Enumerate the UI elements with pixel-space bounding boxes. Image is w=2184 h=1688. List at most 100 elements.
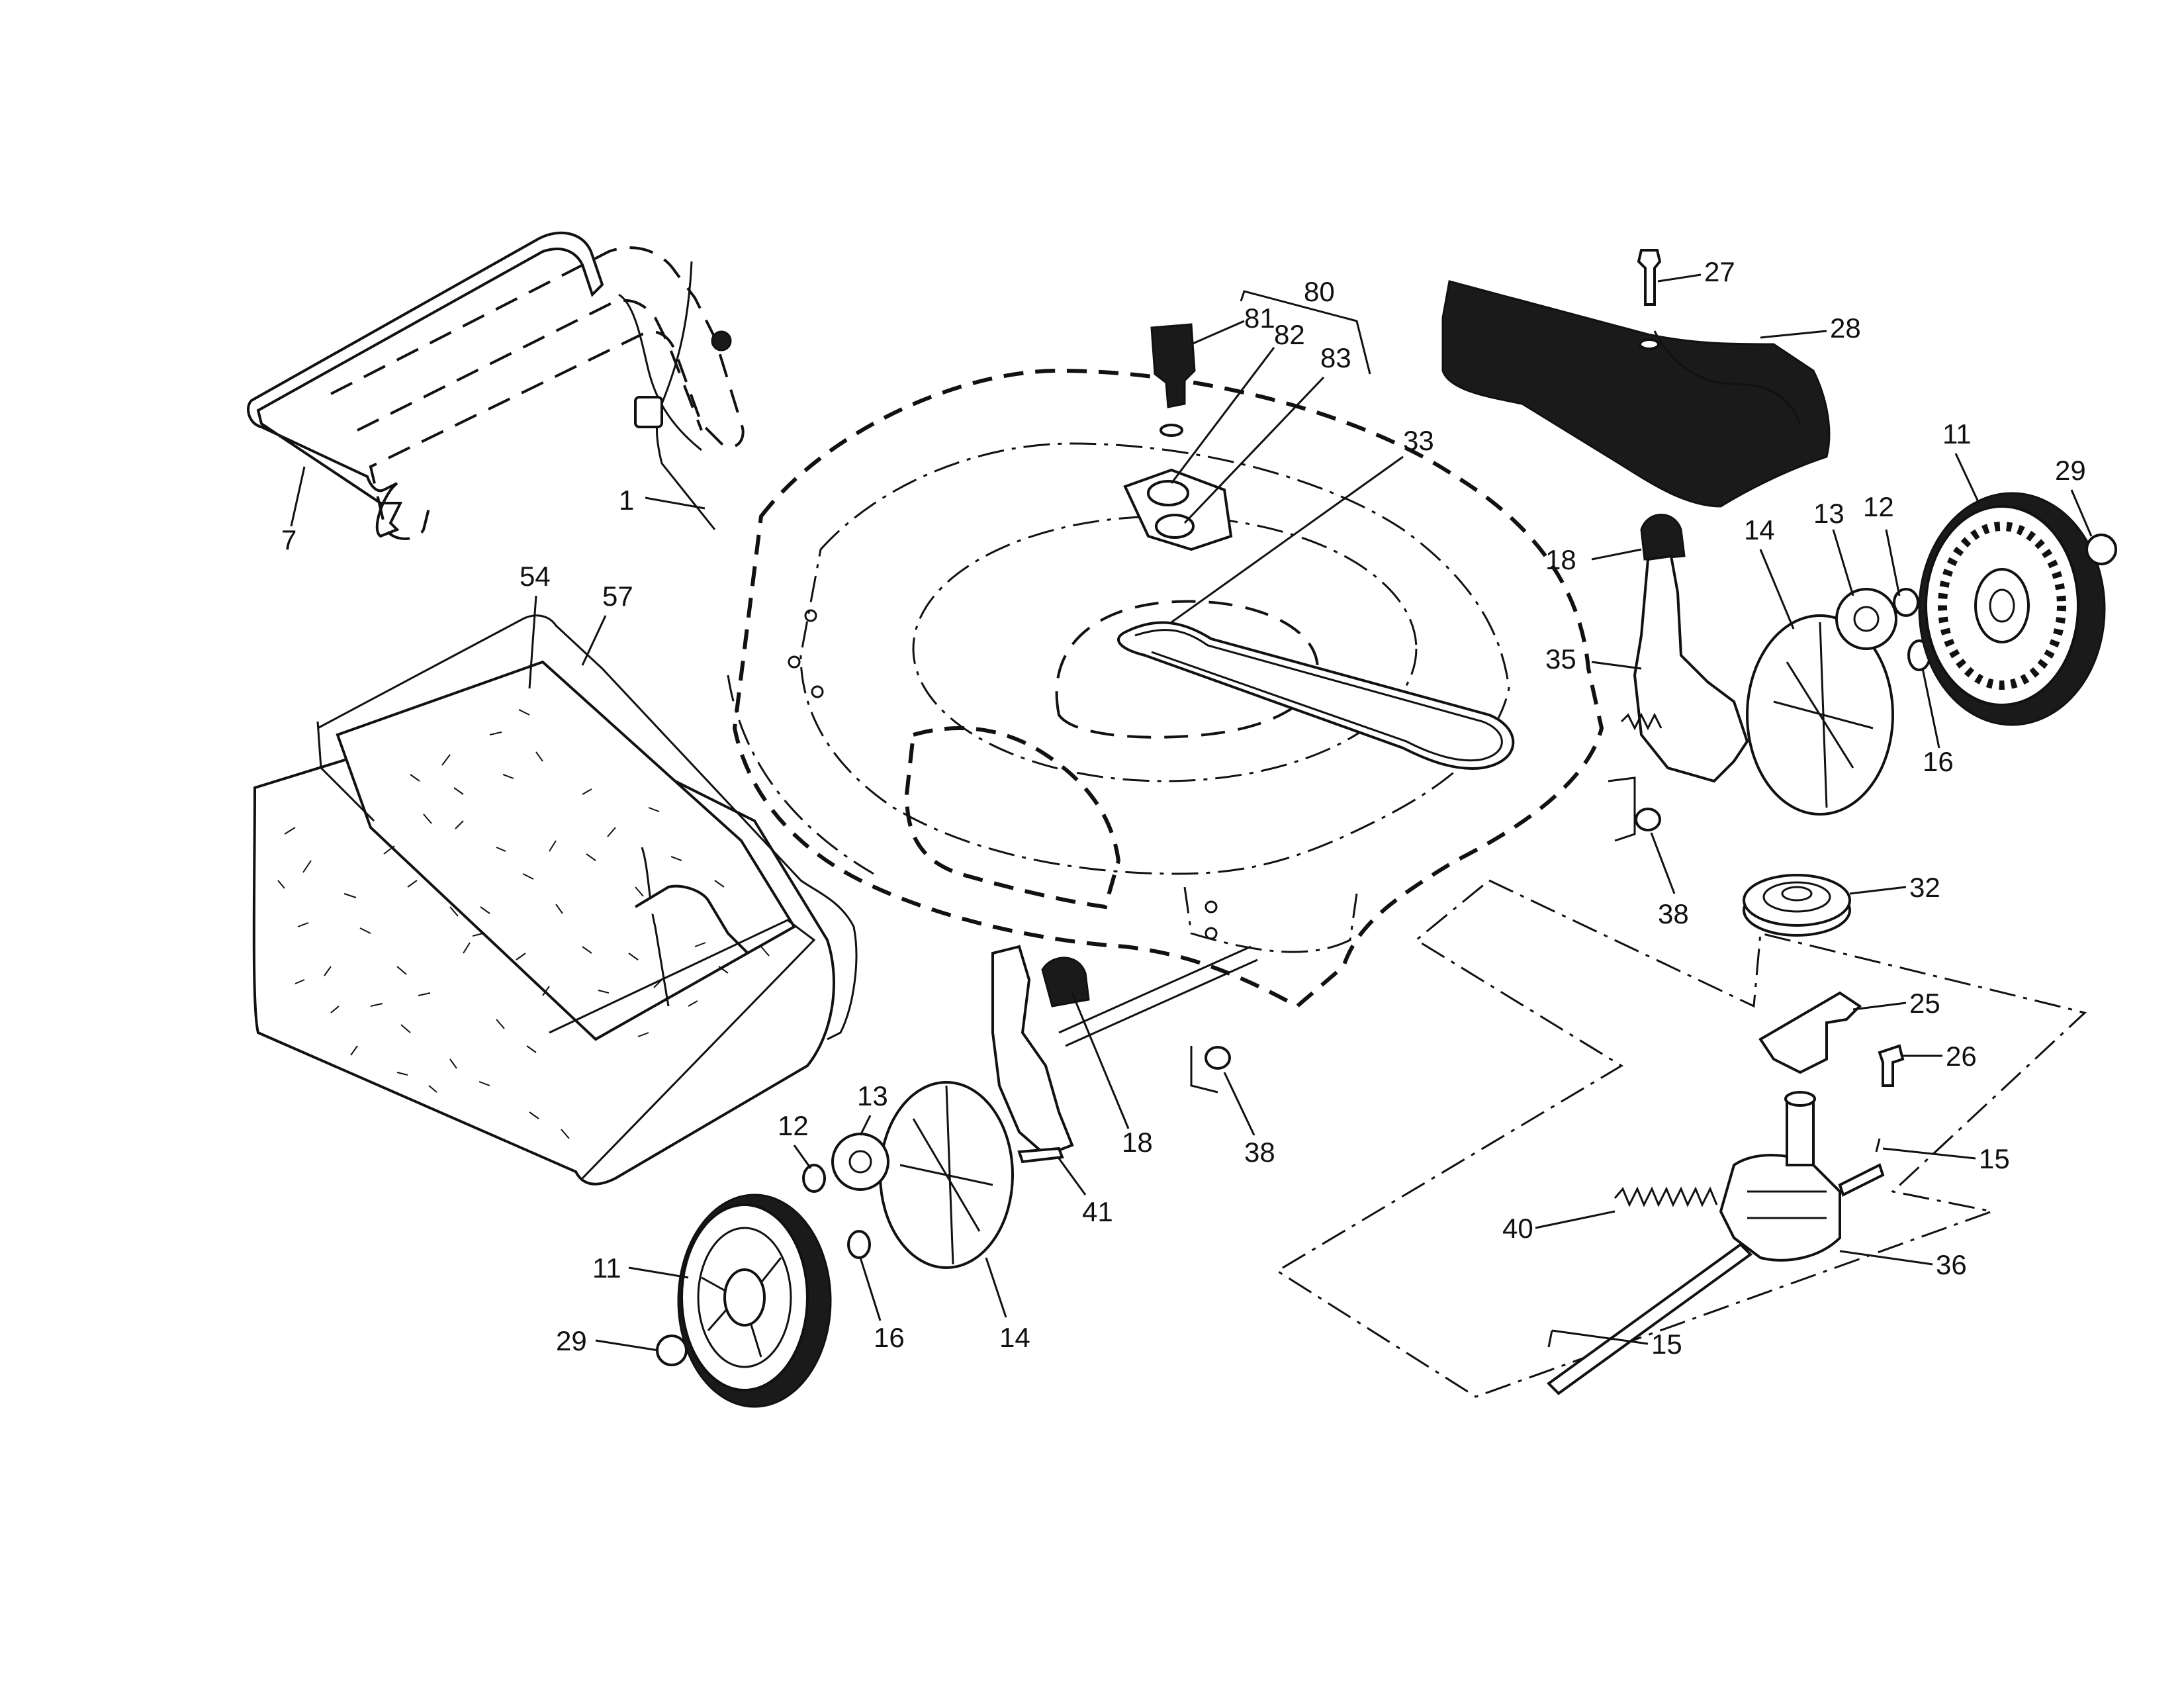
callout-57: 57	[602, 581, 633, 612]
washer-12	[1893, 588, 1919, 617]
bracket-25	[1758, 991, 1862, 1074]
upper-handle-bail	[247, 231, 604, 538]
kit-bracket-80	[1240, 290, 1371, 375]
handle-tube-outline	[330, 246, 745, 540]
transmission-assembly	[1275, 874, 2087, 1398]
callout-82: 82	[1274, 319, 1305, 350]
pin-15a	[1875, 1138, 1881, 1152]
callout-81: 81	[1244, 303, 1275, 334]
callout-40: 40	[1502, 1213, 1533, 1244]
pulley-32	[1743, 874, 1851, 937]
axle-rod	[1058, 945, 1258, 1047]
drive-gear-hub-b	[848, 1150, 872, 1174]
callout-83: 83	[1320, 342, 1351, 373]
callout-41: 41	[1082, 1196, 1113, 1227]
callout-28: 28	[1830, 312, 1861, 344]
callout-7: 7	[281, 524, 296, 555]
spring-40	[1614, 1186, 1718, 1207]
rear-flap	[1441, 280, 1831, 508]
hubcap-spokes-b	[899, 1085, 993, 1265]
washer-16b	[847, 1230, 871, 1259]
deck-rear-skirt	[1183, 886, 1358, 953]
callout-18a: 18	[1545, 544, 1576, 575]
nut-38a	[1635, 808, 1661, 831]
rear-flap-assembly	[1441, 249, 1831, 508]
deck-inner-ring	[1055, 600, 1319, 739]
grass-catcher	[252, 614, 858, 1186]
callout-12a: 12	[1863, 491, 1894, 522]
callout-11a: 11	[1942, 418, 1972, 449]
catcher-bottom-frame	[549, 919, 816, 1180]
axle-shaft-transmission	[1546, 1243, 1753, 1395]
wheel-nut-29	[2085, 534, 2117, 565]
nut-38b	[1205, 1046, 1231, 1070]
wheel-height-lever-35	[1633, 554, 1749, 783]
callout-15b: 15	[1651, 1329, 1682, 1360]
callout-15a: 15	[1979, 1143, 2010, 1174]
mower-deck	[727, 368, 1604, 1009]
deck-mount-hole	[1205, 900, 1218, 914]
callout-1: 1	[619, 485, 634, 516]
deck-mount-hole	[804, 609, 817, 622]
callout-54: 54	[520, 561, 551, 592]
adjuster-knob	[1150, 323, 1196, 408]
control-cable-2	[618, 293, 702, 451]
catcher-mesh-texture	[277, 709, 770, 1139]
callout-16a: 16	[1923, 746, 1954, 777]
flap-bolt-washer	[1639, 338, 1660, 350]
callout-11b: 11	[592, 1252, 621, 1284]
callout-labels: 1 7 54 57 80 81 82 83 33 27 28 18 35 14 …	[281, 256, 2086, 1360]
deck-side-vent	[904, 726, 1121, 910]
control-cable	[656, 261, 716, 530]
callout-14a: 14	[1744, 514, 1775, 545]
drive-gear-13b	[831, 1133, 889, 1191]
callout-36: 36	[1936, 1249, 1967, 1280]
pin-15b	[1547, 1330, 1553, 1348]
nut-38a-bracket	[1608, 776, 1636, 842]
flap-bolt	[1637, 249, 1662, 306]
deck-mount-hole	[1205, 927, 1218, 940]
height-adjuster-assembly	[1123, 290, 1371, 551]
transmission-box	[1275, 879, 2087, 1398]
catcher-lid-handle	[634, 884, 749, 955]
lever-spring	[1620, 712, 1662, 731]
callout-14b: 14	[999, 1322, 1030, 1353]
left-wheel-assembly	[656, 945, 1258, 1408]
catcher-frame-inner	[316, 721, 670, 1007]
adjuster-nut-83	[1155, 514, 1195, 539]
callout-18b: 18	[1122, 1127, 1153, 1158]
deck-mount-hole	[788, 655, 801, 669]
callout-26: 26	[1946, 1041, 1977, 1072]
catcher-frame	[317, 614, 858, 1041]
washer-12b	[802, 1164, 826, 1193]
axle-shaft-stub	[1838, 1163, 1885, 1197]
wheel-adjuster-cap-18b	[1041, 957, 1090, 1008]
handle-tube-inner	[357, 299, 703, 432]
nut-38b-bracket	[1190, 1046, 1218, 1094]
callout-29a: 29	[2055, 455, 2086, 486]
hubcap-spokes	[1773, 622, 1874, 808]
knob-washer	[1160, 424, 1183, 437]
deck-cutting-chamber	[912, 515, 1418, 782]
axle-shaft	[1017, 1147, 1064, 1164]
bolt-26	[1878, 1044, 1905, 1087]
cable-clip	[634, 396, 663, 428]
drive-gear-13	[1835, 588, 1897, 650]
wheel-adjuster-cap-18	[1640, 514, 1686, 561]
rear-flap-ridge	[1653, 330, 1801, 424]
callout-27: 27	[1704, 256, 1735, 287]
front-wheel-11	[677, 1194, 832, 1408]
wheel-nut-29b	[656, 1335, 688, 1366]
adjuster-nut-82	[1147, 480, 1189, 506]
callout-32: 32	[1909, 872, 1940, 903]
handle-knob	[711, 330, 732, 352]
handle-assembly	[247, 231, 745, 540]
rear-wheel-11	[1918, 492, 2106, 726]
callout-33: 33	[1403, 425, 1434, 456]
leader-lines	[290, 273, 2093, 1352]
catcher-top-panel	[336, 660, 796, 1041]
right-wheel-assembly	[1620, 492, 2117, 816]
callout-13b: 13	[857, 1080, 888, 1111]
callout-16b: 16	[874, 1322, 905, 1353]
callout-80: 80	[1304, 276, 1335, 307]
